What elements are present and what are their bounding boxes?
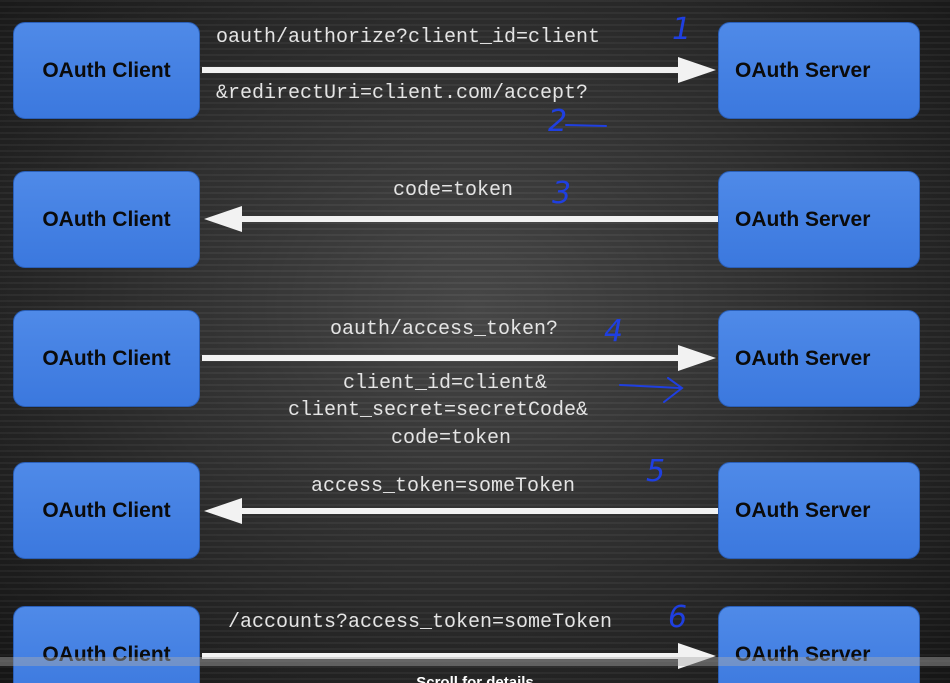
- annotation-2: 2: [548, 104, 568, 139]
- node-label: OAuth Client: [42, 207, 171, 231]
- node-label: OAuth Server: [735, 642, 871, 666]
- message-code: code=token: [393, 179, 514, 202]
- message-authorize: oauth/authorize?client_id=client: [216, 26, 601, 49]
- node-label: OAuth Client: [42, 58, 171, 82]
- node-label: OAuth Server: [735, 58, 871, 82]
- message-access-token: access_token=someToken: [311, 475, 576, 498]
- oauth-client-node-2: OAuth Client: [13, 171, 200, 268]
- message-access-token-request: oauth/access_token?: [330, 318, 559, 341]
- arrowhead-6: [678, 643, 716, 669]
- message-accounts: /accounts?access_token=someToken: [228, 611, 613, 634]
- message-client-secret: client_secret=secretCode&: [288, 399, 589, 422]
- oauth-client-node-1: OAuth Client: [13, 22, 200, 119]
- underline-2-stroke: [565, 124, 607, 127]
- arrow-1: [202, 67, 680, 73]
- arrowhead-5: [204, 498, 242, 524]
- node-label: OAuth Server: [735, 346, 871, 370]
- message-client-id: client_id=client&: [343, 372, 548, 395]
- scroll-caption: Scroll for details: [416, 674, 534, 683]
- oauth-client-node-4: OAuth Client: [13, 462, 200, 559]
- node-label: OAuth Server: [735, 498, 871, 522]
- annotation-6: 6: [668, 600, 688, 635]
- annotation-1: 1: [672, 12, 692, 47]
- arrow-5: [240, 508, 718, 514]
- oauth-server-node-1: OAuth Server: [718, 22, 920, 119]
- oauth-client-node-5: OAuth Client: [13, 606, 200, 683]
- node-label: OAuth Client: [42, 346, 171, 370]
- video-progress-bar[interactable]: [0, 657, 950, 666]
- message-redirect: &redirectUri=client.com/accept?: [216, 82, 589, 105]
- arrowhead-4: [678, 345, 716, 371]
- oauth-server-node-3: OAuth Server: [718, 310, 920, 407]
- arrow-stroke-4: [619, 377, 684, 403]
- oauth-server-node-4: OAuth Server: [718, 462, 920, 559]
- node-label: OAuth Server: [735, 207, 871, 231]
- arrow-3: [240, 216, 718, 222]
- annotation-5: 5: [646, 454, 666, 489]
- message-code-param: code=token: [391, 427, 512, 450]
- arrow-6: [202, 653, 680, 659]
- oauth-server-node-2: OAuth Server: [718, 171, 920, 268]
- annotation-4: 4: [604, 314, 624, 349]
- arrowhead-1: [678, 57, 716, 83]
- annotation-3: 3: [552, 176, 572, 211]
- oauth-client-node-3: OAuth Client: [13, 310, 200, 407]
- node-label: OAuth Client: [42, 642, 171, 666]
- oauth-server-node-5: OAuth Server: [718, 606, 920, 683]
- arrowhead-3: [204, 206, 242, 232]
- node-label: OAuth Client: [42, 498, 171, 522]
- arrow-4: [202, 355, 680, 361]
